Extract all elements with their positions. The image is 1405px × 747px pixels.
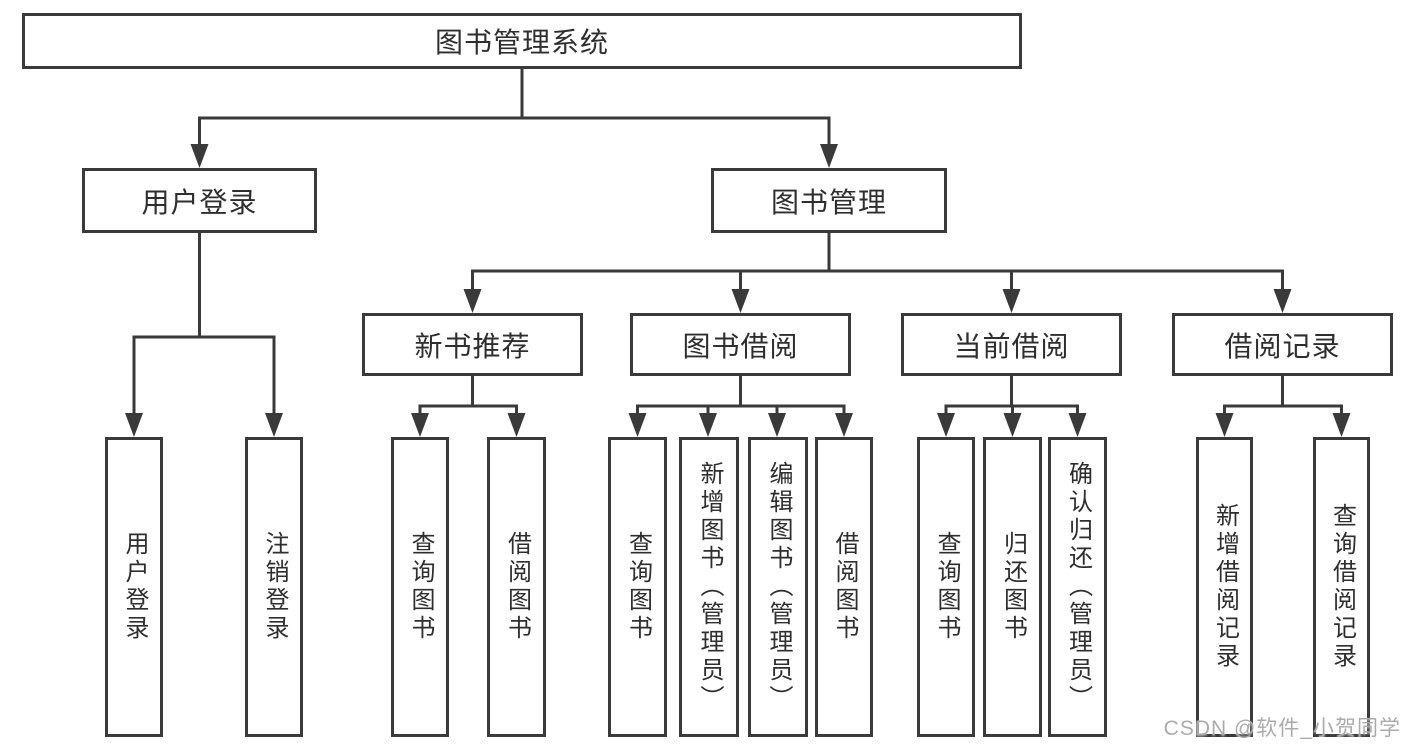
- node-library-system: 图书管理系统: [22, 13, 1022, 69]
- leaf-confirm-return-admin: 确认归还（管理员）: [1048, 437, 1107, 737]
- leaf-recommend-query-books: 查询图书: [391, 437, 449, 737]
- node-new-book-recommendation: 新书推荐: [362, 313, 583, 376]
- leaf-add-books-admin: 新增图书（管理员）: [679, 437, 739, 737]
- leaf-current-query-books: 查询图书: [917, 437, 975, 737]
- leaf-edit-books-admin: 编辑图书（管理员）: [748, 437, 808, 737]
- leaf-add-borrow-record: 新增借阅记录: [1196, 437, 1253, 737]
- leaf-borrowing-query-books: 查询图书: [608, 437, 667, 737]
- node-user-login: 用户登录: [82, 168, 317, 233]
- csdn-watermark: CSDN @软件_小贺同学: [1163, 717, 1401, 740]
- node-current-borrowing: 当前借阅: [901, 313, 1122, 376]
- leaf-logout: 注销登录: [245, 437, 303, 737]
- leaf-borrowing-borrow-books: 借阅图书: [815, 437, 873, 737]
- leaf-return-books: 归还图书: [983, 437, 1042, 737]
- node-book-borrowing: 图书借阅: [630, 313, 851, 376]
- leaf-user-login: 用户登录: [105, 437, 163, 737]
- node-borrowing-records: 借阅记录: [1172, 313, 1393, 376]
- leaf-query-borrow-record: 查询借阅记录: [1313, 437, 1370, 737]
- node-book-management: 图书管理: [711, 168, 947, 233]
- leaf-recommend-borrow-books: 借阅图书: [487, 437, 546, 737]
